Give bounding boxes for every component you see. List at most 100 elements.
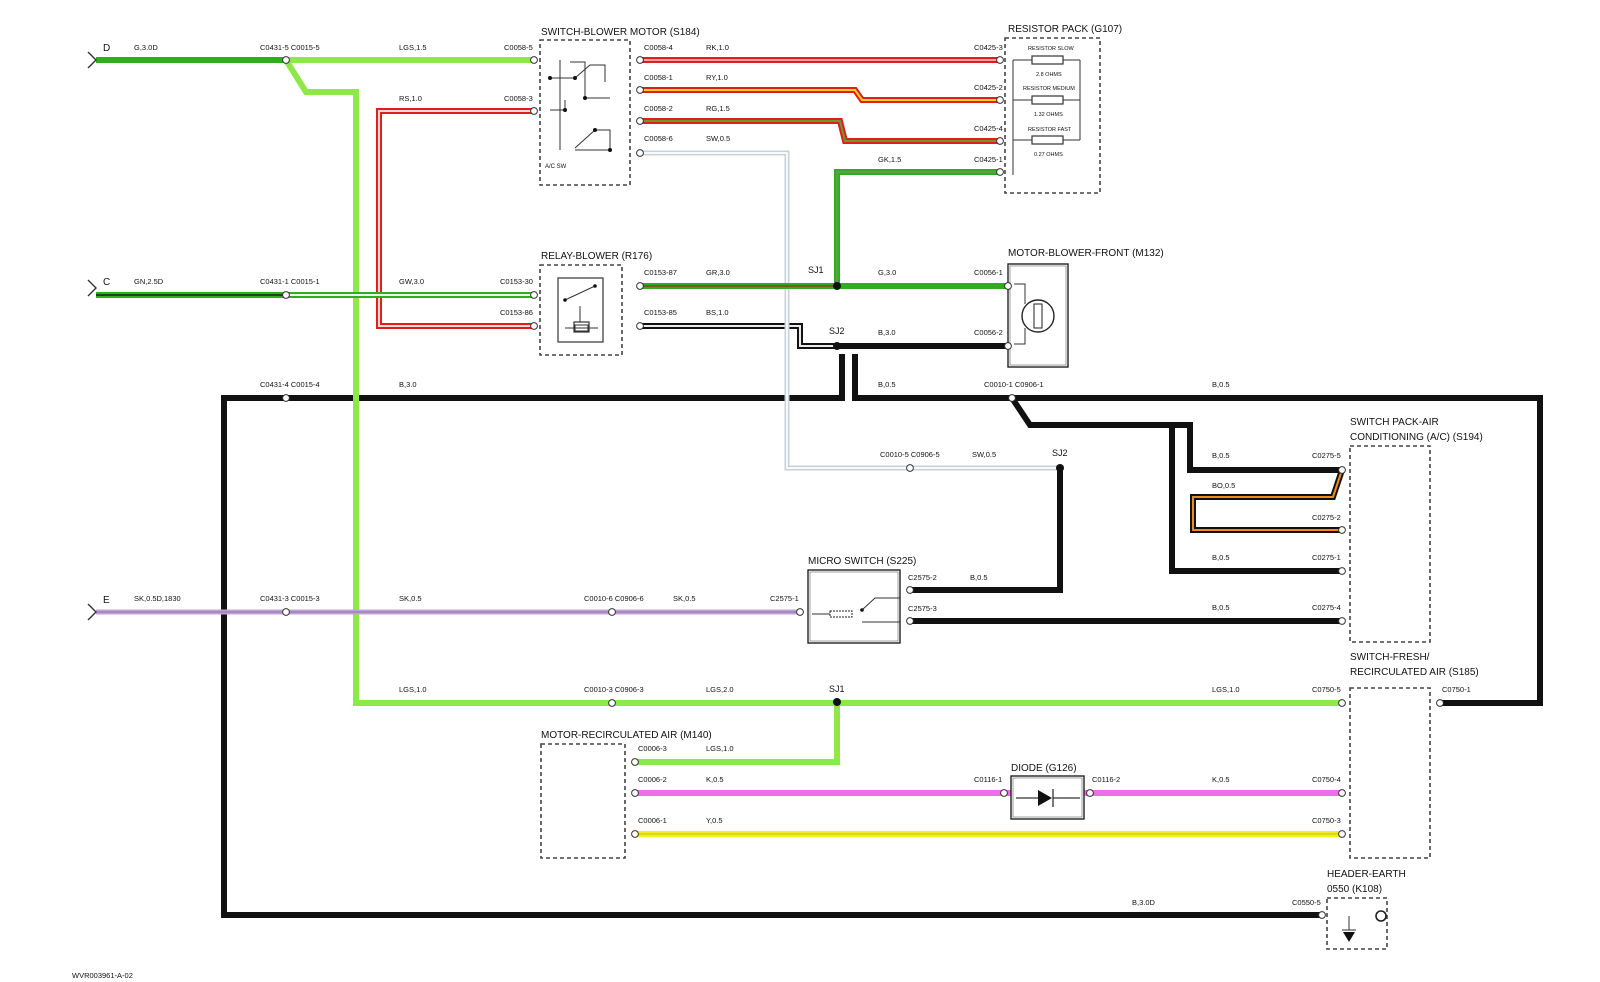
ry10-stripe <box>640 88 1000 102</box>
c0431-3-pin <box>282 608 290 616</box>
wire-label-g30d: G,3.0D <box>134 43 158 52</box>
c0006-1-pin <box>631 830 639 838</box>
c0010-5-pin <box>906 464 914 472</box>
resistor-fast-label: RESISTOR FAST <box>1028 127 1072 133</box>
c0550-5-pin <box>1318 911 1326 919</box>
wire-label-lgs10_l: LGS,1.0 <box>399 685 427 694</box>
c0750-5-label: C0750-5 <box>1312 685 1341 694</box>
sw05-top-stripe <box>640 152 910 469</box>
c2575-3-pin <box>906 617 914 625</box>
c0431-1-label: C0431-1 C0015-1 <box>260 277 320 286</box>
b05-s194-top-wire <box>1009 396 1342 473</box>
wire-label-b30_l: B,3.0 <box>399 380 417 389</box>
wire-label-b30_m: B,3.0 <box>878 328 896 337</box>
wire-label-lgs10_m140: LGS,1.0 <box>706 744 734 753</box>
c0010-3-label: C0010-3 C0906-3 <box>584 685 644 694</box>
splice-sj2-right: SJ2 <box>1052 448 1068 458</box>
b30-main-wire <box>221 395 1322 918</box>
gk15-stripe <box>835 170 1000 286</box>
c0058-5-label: C0058-5 <box>504 43 533 52</box>
b05-s194-1-wire <box>1169 425 1342 574</box>
wire-label-sk05d: SK,0.5D,1830 <box>134 594 181 603</box>
c0275-2-label: C0275-2 <box>1312 513 1341 522</box>
c0431-1-pin <box>282 291 290 299</box>
wire-label-b05_s194b: B,0.5 <box>1212 553 1230 562</box>
c0425-4-label: C0425-4 <box>974 124 1003 133</box>
splice-sj1-bottom: SJ1 <box>829 684 845 694</box>
c0750-1-pin <box>1436 699 1444 707</box>
c0058-4-label: C0058-4 <box>644 43 673 52</box>
wire-label-b05_s225a: B,0.5 <box>970 573 988 582</box>
c0275-4-pin <box>1338 617 1346 625</box>
c0010-1-label: C0010-1 C0906-1 <box>984 380 1044 389</box>
c0058-1-pin <box>636 86 644 94</box>
wire-label-k05_l: K,0.5 <box>706 775 724 784</box>
wire-label-b05_mid: B,0.5 <box>878 380 896 389</box>
g126-title: DIODE (G126) <box>1011 763 1077 774</box>
bs10-stripe <box>640 324 837 348</box>
c0116-1-pin <box>1000 789 1008 797</box>
c0431-5-pin <box>282 56 290 64</box>
k108-title-2: 0550 (K108) <box>1327 884 1382 895</box>
c0153-86-pin <box>530 322 538 330</box>
c0750-3-pin <box>1338 830 1346 838</box>
m132-title: MOTOR-BLOWER-FRONT (M132) <box>1008 248 1164 259</box>
wire-label-lgs20: LGS,2.0 <box>706 685 734 694</box>
c0058-6-label: C0058-6 <box>644 134 673 143</box>
figure-ref: WVR003961-A-02 <box>72 971 133 980</box>
c0058-1-label: C0058-1 <box>644 73 673 82</box>
c0010-3-pin <box>608 699 616 707</box>
lgs-m140-wire <box>635 703 840 765</box>
lgs-down-wire <box>283 58 837 706</box>
ac-sw-label: A/C SW <box>545 164 567 170</box>
bs10-wire <box>640 323 837 349</box>
motor-recirculated-air-m140: MOTOR-RECIRCULATED AIR (M140) <box>540 730 712 859</box>
c0006-3-label: C0006-3 <box>638 744 667 753</box>
resistor-medium-label: RESISTOR MEDIUM <box>1023 86 1075 92</box>
c0058-2-pin <box>636 117 644 125</box>
c0431-4-label: C0431-4 C0015-4 <box>260 380 320 389</box>
wire-label-rg15: RG,1.5 <box>706 104 730 113</box>
b05-s225-2-wire <box>910 468 1063 593</box>
c2575-1-pin <box>796 608 804 616</box>
s185-title-2: RECIRCULATED AIR (S185) <box>1350 667 1479 678</box>
c0010-5-label: C0010-5 C0906-5 <box>880 450 940 459</box>
c0056-2-pin <box>1004 342 1012 350</box>
c0056-2-label: C0056-2 <box>974 328 1003 337</box>
ry10-wire <box>640 87 1000 103</box>
k108-title-1: HEADER-EARTH <box>1327 869 1406 880</box>
s184-title: SWITCH-BLOWER MOTOR (S184) <box>541 27 700 38</box>
wire-label-sw05_top: SW,0.5 <box>706 134 730 143</box>
b05-right-wire <box>852 354 1543 706</box>
rs10-stripe <box>377 109 534 328</box>
wire-label-gw30: GW,3.0 <box>399 277 424 286</box>
resistor-pack-g107: RESISTOR PACK (G107) RESISTOR SLOW 2.8 O… <box>1004 24 1122 194</box>
splice-sj1-top: SJ1 <box>808 265 824 275</box>
c0116-2-pin <box>1086 789 1094 797</box>
c2575-2-pin <box>906 586 914 594</box>
s194-title-1: SWITCH PACK-AIR <box>1350 417 1439 428</box>
wire-label-bs10: BS,1.0 <box>706 308 729 317</box>
s185-title-1: SWITCH-FRESH/ <box>1350 652 1430 663</box>
c2575-3-label: C2575-3 <box>908 604 937 613</box>
wire-label-lgs15: LGS,1.5 <box>399 43 427 52</box>
wire-label-y05: Y,0.5 <box>706 816 723 825</box>
c0750-5-pin <box>1338 699 1346 707</box>
r176-title: RELAY-BLOWER (R176) <box>541 251 652 262</box>
wire-label-bo05: BO,0.5 <box>1212 481 1235 490</box>
c0056-1-label: C0056-1 <box>974 268 1003 277</box>
c0116-1-label: C0116-1 <box>974 775 1002 784</box>
terminals: D C E <box>87 43 110 621</box>
wire-label-b30d: B,3.0D <box>1132 898 1156 907</box>
c0425-3-pin <box>996 56 1004 64</box>
c0153-30-label: C0153-30 <box>500 277 533 286</box>
header-earth-k108: HEADER-EARTH 0550 (K108) <box>1326 869 1406 950</box>
switch-fresh-recirculated-s185: SWITCH-FRESH/ RECIRCULATED AIR (S185) <box>1349 652 1479 859</box>
relay-blower-r176: RELAY-BLOWER (R176) <box>539 251 652 356</box>
c0010-6-label: C0010-6 C0906-6 <box>584 594 644 603</box>
motor-blower-front-m132: MOTOR-BLOWER-FRONT (M132) <box>1007 248 1164 368</box>
c0425-2-pin <box>996 96 1004 104</box>
c0431-3-label: C0431-3 C0015-3 <box>260 594 320 603</box>
c0058-5-pin <box>530 56 538 64</box>
